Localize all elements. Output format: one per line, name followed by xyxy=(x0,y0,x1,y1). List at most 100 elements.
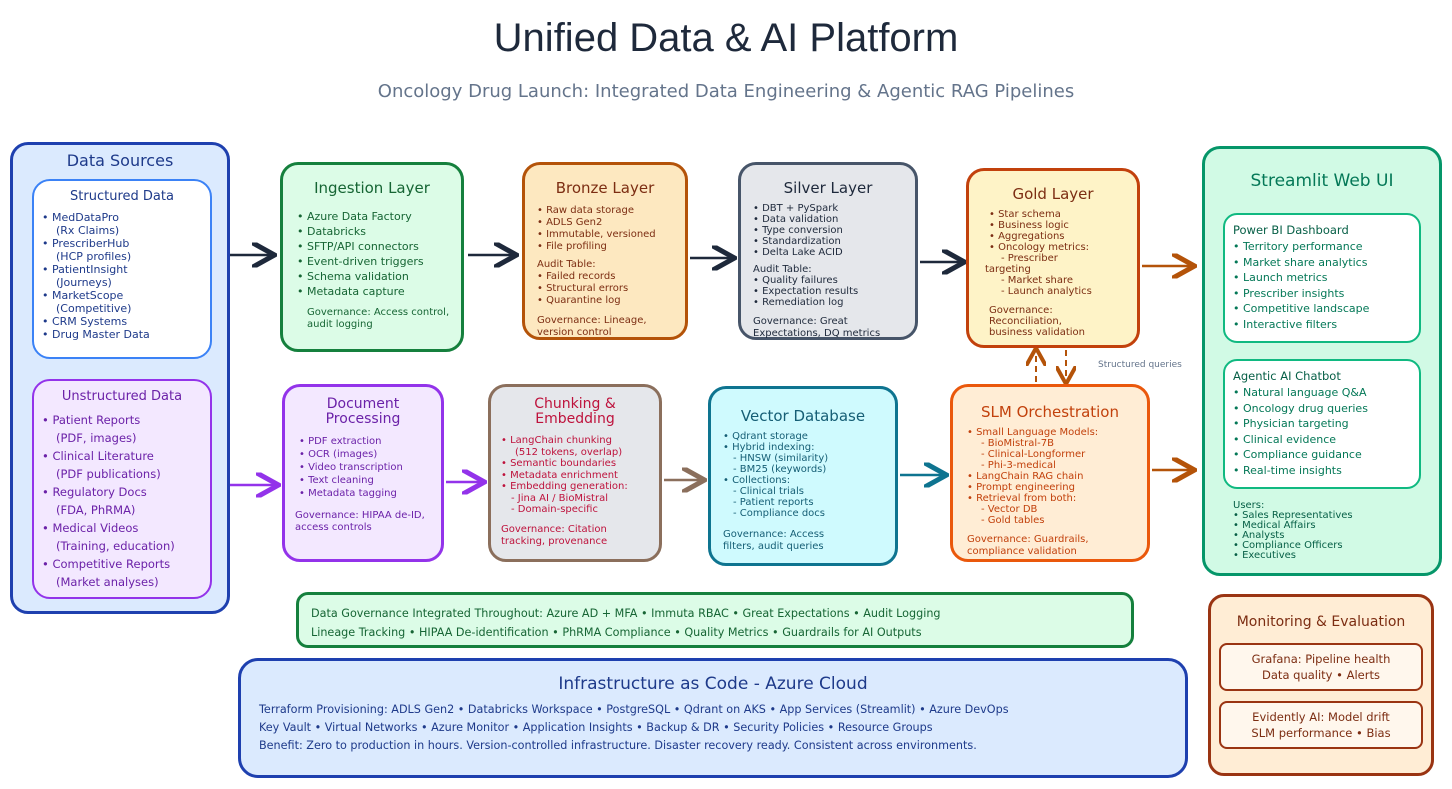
page-title: Unified Data & AI Platform xyxy=(493,16,959,60)
list-item: - Patient reports xyxy=(733,497,814,508)
structured-data-list: • MedDataPro (Rx Claims) • PrescriberHub… xyxy=(42,211,210,341)
ingestion-layer-list: • Azure Data Factory • Databricks • SFTP… xyxy=(297,209,461,299)
title-line: Embedding xyxy=(535,411,615,427)
monitoring-panel: Monitoring & Evaluation Grafana: Pipelin… xyxy=(1208,594,1434,776)
slm-orchestration-box: SLM Orchestration • Small Language Model… xyxy=(950,384,1150,562)
evidently-box: Evidently AI: Model drift SLM performanc… xyxy=(1219,701,1423,749)
list-item: - Market share xyxy=(1001,275,1074,286)
document-processing-box: Document Processing • PDF extraction • O… xyxy=(282,384,444,562)
list-item: • File profiling xyxy=(537,241,607,252)
list-item: (HCP profiles) xyxy=(56,250,132,263)
governance-line: Governance: Great xyxy=(753,316,848,327)
infrastructure-line-2: Key Vault • Virtual Networks • Azure Mon… xyxy=(259,721,933,734)
list-item: • Quality failures xyxy=(753,275,838,286)
list-item: - Jina AI / BioMistral xyxy=(511,492,608,504)
vector-database-title: Vector Database xyxy=(740,407,866,425)
silver-layer-title: Silver Layer xyxy=(783,179,873,197)
document-processing-list: • PDF extraction • OCR (images) • Video … xyxy=(299,435,441,500)
infrastructure-line-1: Terraform Provisioning: ADLS Gen2 • Data… xyxy=(259,703,1009,716)
list-item: • Compliance guidance xyxy=(1233,448,1362,461)
streamlit-ui-panel: Streamlit Web UI Power BI Dashboard • Te… xyxy=(1202,146,1442,576)
list-item: • Qdrant storage xyxy=(723,431,808,442)
governance-line: Reconciliation, xyxy=(989,316,1062,327)
list-item: - Domain-specific xyxy=(511,504,598,515)
list-item: • Business logic xyxy=(989,220,1069,231)
list-item: • Drug Master Data xyxy=(42,328,150,341)
list-item: • Patient Reports xyxy=(42,413,141,427)
list-item: • Oncology drug queries xyxy=(1233,401,1368,415)
agentic-chatbot-box: Agentic AI Chatbot • Natural language Q&… xyxy=(1223,359,1421,489)
list-item: (FDA, PhRMA) xyxy=(56,503,136,517)
list-item: • Hybrid indexing: xyxy=(723,442,815,453)
governance-line: filters, audit queries xyxy=(723,541,824,552)
silver-layer-box: Silver Layer • DBT + PySpark • Data vali… xyxy=(738,162,918,340)
gold-layer-title: Gold Layer xyxy=(1012,185,1094,203)
vector-database-list: • Qdrant storage • Hybrid indexing: - HN… xyxy=(723,431,895,519)
grafana-line-1: Grafana: Pipeline health xyxy=(1251,652,1391,666)
list-item: • Quarantine log xyxy=(537,295,621,306)
list-item: • Medical Videos xyxy=(42,521,139,535)
list-item: • Semantic boundaries xyxy=(501,458,617,469)
list-item: • PatientInsight xyxy=(42,263,128,276)
governance-line: business validation xyxy=(989,327,1085,338)
list-item: • Metadata tagging xyxy=(299,488,397,499)
list-item: • Regulatory Docs xyxy=(42,485,147,499)
page-subtitle: Oncology Drug Launch: Integrated Data En… xyxy=(377,81,1075,102)
title-line: Document xyxy=(326,396,400,412)
list-item: • Medical Affairs xyxy=(1233,520,1316,531)
list-item: • Collections: xyxy=(723,475,791,486)
unstructured-data-list: • Patient Reports (PDF, images) • Clinic… xyxy=(42,411,210,591)
governance-line: Governance: HIPAA de-ID, xyxy=(295,510,425,521)
list-item: - BM25 (keywords) xyxy=(733,464,827,475)
list-item: • Real-time insights xyxy=(1233,463,1342,477)
chunking-embedding-governance: Governance: Citation tracking, provenanc… xyxy=(501,524,659,548)
list-item: - Vector DB xyxy=(981,504,1038,515)
vector-database-box: Vector Database • Qdrant storage • Hybri… xyxy=(708,386,898,566)
list-item: • Analysts xyxy=(1233,530,1285,541)
list-item: • Delta Lake ACID xyxy=(753,247,843,258)
list-item: Audit Table: xyxy=(753,264,812,275)
list-item: (Training, education) xyxy=(56,539,175,553)
list-item: • Type conversion xyxy=(753,225,843,236)
list-item: • Oncology metrics: xyxy=(989,242,1090,253)
agentic-chatbot-title: Agentic AI Chatbot xyxy=(1233,369,1341,383)
list-item: • MarketScope xyxy=(42,289,124,302)
list-item: • Star schema xyxy=(989,209,1061,220)
ingestion-layer-title: Ingestion Layer xyxy=(314,179,430,197)
list-item: • OCR (images) xyxy=(299,449,378,460)
list-item: • Sales Representatives xyxy=(1233,510,1353,521)
infrastructure-line-3: Benefit: Zero to production in hours. Ve… xyxy=(259,739,977,752)
list-item: • Failed records xyxy=(537,271,616,282)
list-item: • Databricks xyxy=(297,225,366,238)
powerbi-dashboard-list: • Territory performance • Market share a… xyxy=(1233,239,1419,332)
infrastructure-title: Infrastructure as Code - Azure Cloud xyxy=(558,674,868,694)
slm-orchestration-title: SLM Orchestration xyxy=(980,403,1119,421)
list-item: • Text cleaning xyxy=(299,475,374,486)
governance-line: access controls xyxy=(295,522,372,533)
governance-line-1: Data Governance Integrated Throughout: A… xyxy=(311,607,941,620)
list-item: • Territory performance xyxy=(1233,240,1363,253)
list-item: (PDF publications) xyxy=(56,467,161,481)
structured-queries-label: Structured queries xyxy=(1098,360,1182,370)
list-item: • Aggregations xyxy=(989,231,1065,242)
list-item: (512 tokens, overlap) xyxy=(515,446,623,458)
list-item: • Azure Data Factory xyxy=(297,210,412,223)
list-item: • PrescriberHub xyxy=(42,237,130,250)
vector-database-governance: Governance: Access filters, audit querie… xyxy=(723,529,895,553)
chunking-embedding-list: • LangChain chunking (512 tokens, overla… xyxy=(501,435,659,516)
structured-data-box: Structured Data • MedDataPro (Rx Claims)… xyxy=(32,179,212,359)
list-item: • Embedding generation: xyxy=(501,481,628,492)
list-item: • Raw data storage xyxy=(537,205,634,216)
list-item: • Physician targeting xyxy=(1233,417,1349,430)
gold-governance: Governance: Reconciliation, business val… xyxy=(989,305,1137,338)
ingestion-governance: Governance: Access control, audit loggin… xyxy=(307,307,461,331)
list-item: • Metadata capture xyxy=(297,285,405,298)
list-item: • Event-driven triggers xyxy=(297,255,424,268)
streamlit-ui-title: Streamlit Web UI xyxy=(1250,171,1394,191)
governance-line-2: Lineage Tracking • HIPAA De-identificati… xyxy=(311,626,922,639)
list-item: • Interactive filters xyxy=(1233,317,1338,331)
list-item: - Compliance docs xyxy=(733,508,826,519)
bronze-layer-title: Bronze Layer xyxy=(555,179,655,197)
users-list: Users: • Sales Representatives • Medical… xyxy=(1233,501,1353,561)
silver-governance: Governance: Great Expectations, DQ metri… xyxy=(753,316,915,340)
